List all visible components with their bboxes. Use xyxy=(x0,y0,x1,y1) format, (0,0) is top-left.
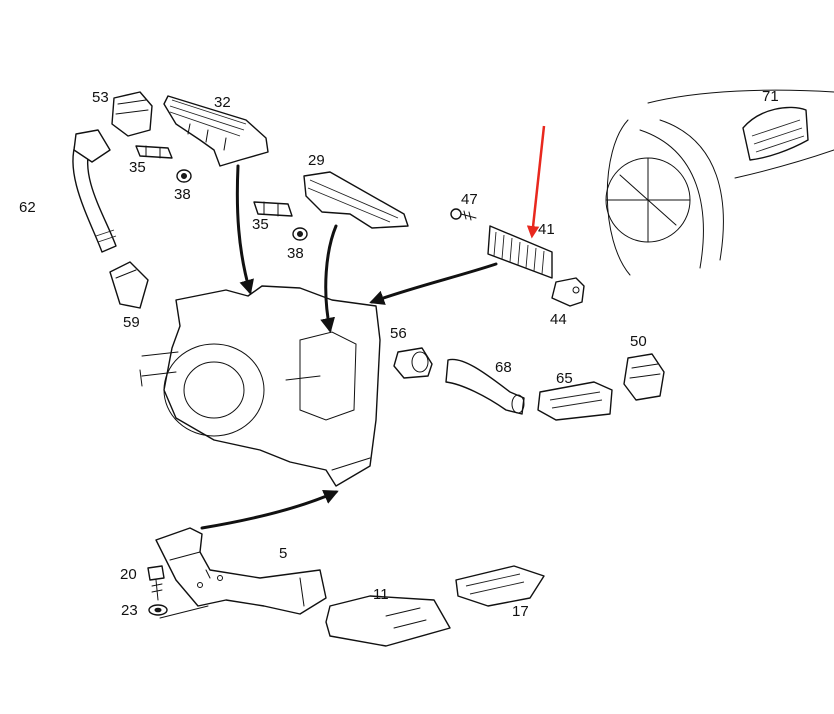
part-50-clip xyxy=(623,353,665,401)
arrow-29-to-housing xyxy=(320,224,338,333)
part-23-washer xyxy=(148,604,168,616)
callout-62: 62 xyxy=(19,199,36,216)
part-20-bolt xyxy=(147,565,165,601)
part-35-bracket-upper xyxy=(135,145,173,159)
callout-47: 47 xyxy=(461,191,478,208)
arrow-32-to-housing xyxy=(235,164,254,295)
part-62-hose xyxy=(72,129,117,253)
part-17-duct-piece xyxy=(455,565,545,607)
callout-38-lower: 38 xyxy=(287,245,304,262)
part-68-tube xyxy=(445,358,525,415)
part-35-bracket-lower xyxy=(253,201,293,217)
callout-41: 41 xyxy=(538,221,555,238)
part-32-upper-duct xyxy=(163,95,269,167)
callout-38-upper: 38 xyxy=(174,186,191,203)
callout-35-lower: 35 xyxy=(252,216,269,233)
part-29-middle-duct xyxy=(303,171,409,229)
callout-50: 50 xyxy=(630,333,647,350)
highlight-arrow xyxy=(526,125,546,239)
callout-32: 32 xyxy=(214,94,231,111)
part-41-vent-grille xyxy=(487,225,553,279)
callout-56: 56 xyxy=(390,325,407,342)
main-housing xyxy=(139,285,381,487)
part-5-lower-duct xyxy=(155,527,327,619)
part-47-screw xyxy=(450,208,477,221)
part-65-duct xyxy=(537,381,613,421)
callout-53: 53 xyxy=(92,89,109,106)
callout-17: 17 xyxy=(512,603,529,620)
callout-11: 11 xyxy=(373,586,389,603)
callout-71: 71 xyxy=(762,88,779,105)
callout-5: 5 xyxy=(279,545,288,562)
callout-35-upper: 35 xyxy=(129,159,146,176)
part-11-panel xyxy=(325,595,451,647)
part-38-nut-upper xyxy=(176,169,192,183)
part-38-nut-lower xyxy=(292,227,308,241)
part-44-bracket xyxy=(551,277,585,307)
callout-29: 29 xyxy=(308,152,325,169)
part-59-connector xyxy=(109,261,149,309)
callout-20: 20 xyxy=(120,566,137,583)
callout-44: 44 xyxy=(550,311,567,328)
arrow-41-to-housing xyxy=(369,262,498,305)
callout-68: 68 xyxy=(495,359,512,376)
part-53-clip xyxy=(111,91,153,137)
part-71-dashboard-vent xyxy=(605,89,834,276)
callout-65: 65 xyxy=(556,370,573,387)
assembly-arrows xyxy=(200,164,498,530)
callout-59: 59 xyxy=(123,314,140,331)
callout-23: 23 xyxy=(121,602,138,619)
part-56-cap xyxy=(393,347,433,379)
arrow-5-to-housing xyxy=(200,490,339,530)
